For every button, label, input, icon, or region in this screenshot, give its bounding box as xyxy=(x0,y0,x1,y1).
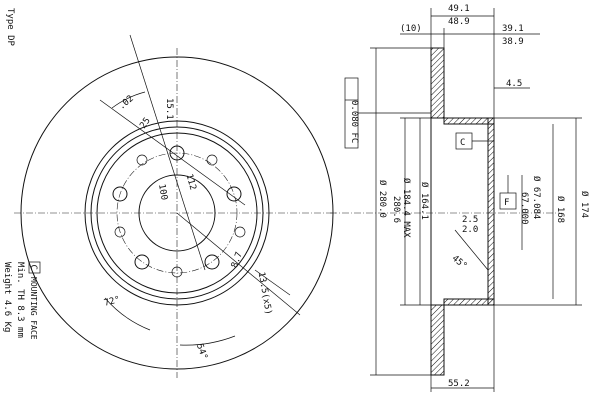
label-dia-184: Ø 184.4 MAX xyxy=(401,178,412,238)
label-dia-164: Ø 164.1 xyxy=(419,182,430,220)
bolt-hole xyxy=(226,186,242,202)
label-54: 54° xyxy=(194,343,209,362)
label-02: .02 xyxy=(117,94,136,112)
label-49-1: 49.1 xyxy=(448,4,470,14)
hat-inner-circle xyxy=(96,132,258,294)
label-2-0: 2.0 xyxy=(462,225,478,235)
hat-step-circle xyxy=(90,126,264,300)
legend-c-letter: C xyxy=(28,265,38,270)
friction-ring-bottom xyxy=(430,304,445,376)
side-notes: Type DP C MOUNTING FACE Min. TH 8.3 mm W… xyxy=(2,8,41,340)
angle-arc-72 xyxy=(104,297,151,331)
leader-line xyxy=(176,212,301,316)
bolt-pcd-circle xyxy=(116,152,238,274)
label-100: 100 xyxy=(156,183,169,201)
type-label: Type DP xyxy=(5,8,15,47)
leader-line xyxy=(129,34,206,271)
angle-arc-02 xyxy=(111,91,146,109)
label-55-2: 55.2 xyxy=(448,379,470,389)
small-hole xyxy=(171,266,183,278)
label-39-1: 39.1 xyxy=(502,24,524,34)
label-4-5: 4.5 xyxy=(506,79,522,89)
label-67-000: 67.000 xyxy=(519,192,529,225)
label-72: 72° xyxy=(103,295,121,309)
leader-line xyxy=(254,269,291,296)
hat-wall xyxy=(487,117,495,306)
bolt-hole xyxy=(112,186,128,202)
label-48-9: 48.9 xyxy=(448,17,470,27)
legend-c-box xyxy=(28,261,41,274)
min-thickness-note: Min. TH 8.3 mm xyxy=(15,262,25,338)
label-dia-67: Ø 67.084 xyxy=(531,176,542,219)
datum-c-letter: C xyxy=(460,138,465,148)
angle-arc-54 xyxy=(179,335,236,346)
hat-bottom-flange xyxy=(443,298,495,306)
bolt-hole xyxy=(134,254,150,270)
legend-text: MOUNTING FACE xyxy=(29,277,38,340)
bolt-hole xyxy=(169,145,185,161)
label-8-7: 8.7 xyxy=(230,251,245,270)
label-15-1: 15.1 xyxy=(164,98,174,120)
label-dia-168: Ø 168 xyxy=(555,196,566,223)
label-112: 112 xyxy=(184,173,198,191)
small-hole xyxy=(114,226,126,238)
label-dia-174: Ø 174 xyxy=(579,191,590,218)
leader-line xyxy=(99,99,246,206)
front-view: .02 25 15.1 100 112 8.7 13.5(x5) 72° 54° xyxy=(14,34,338,378)
center-bore-circle xyxy=(138,174,216,252)
bolt-hole xyxy=(204,254,220,270)
label-38-9: 38.9 xyxy=(502,37,524,47)
small-hole xyxy=(206,154,218,166)
label-45: 45° xyxy=(450,254,469,272)
small-holes xyxy=(114,154,246,278)
label-2-5: 2.5 xyxy=(462,215,478,225)
weight-note: Weight 4.6 Kg xyxy=(2,262,12,332)
label-280-6: 280.6 xyxy=(391,196,401,223)
small-hole xyxy=(234,226,246,238)
friction-ring-top xyxy=(430,47,445,119)
label-10: (10) xyxy=(400,24,422,34)
small-hole xyxy=(136,154,148,166)
chamfer-leader xyxy=(454,229,489,271)
bolt-holes xyxy=(112,145,242,270)
hat-top-flange xyxy=(443,117,495,125)
label-flatness: 0.080 FC xyxy=(349,100,359,143)
hat-outer-circle xyxy=(84,120,270,306)
section-view: C F (10) 49.1 48.9 39.1 38.9 4.5 0.080 F… xyxy=(330,4,590,392)
label-13-5: 13.5(x5) xyxy=(256,271,273,315)
label-dia-280: Ø 280.0 xyxy=(377,180,388,218)
datum-f-letter: F xyxy=(504,198,509,208)
